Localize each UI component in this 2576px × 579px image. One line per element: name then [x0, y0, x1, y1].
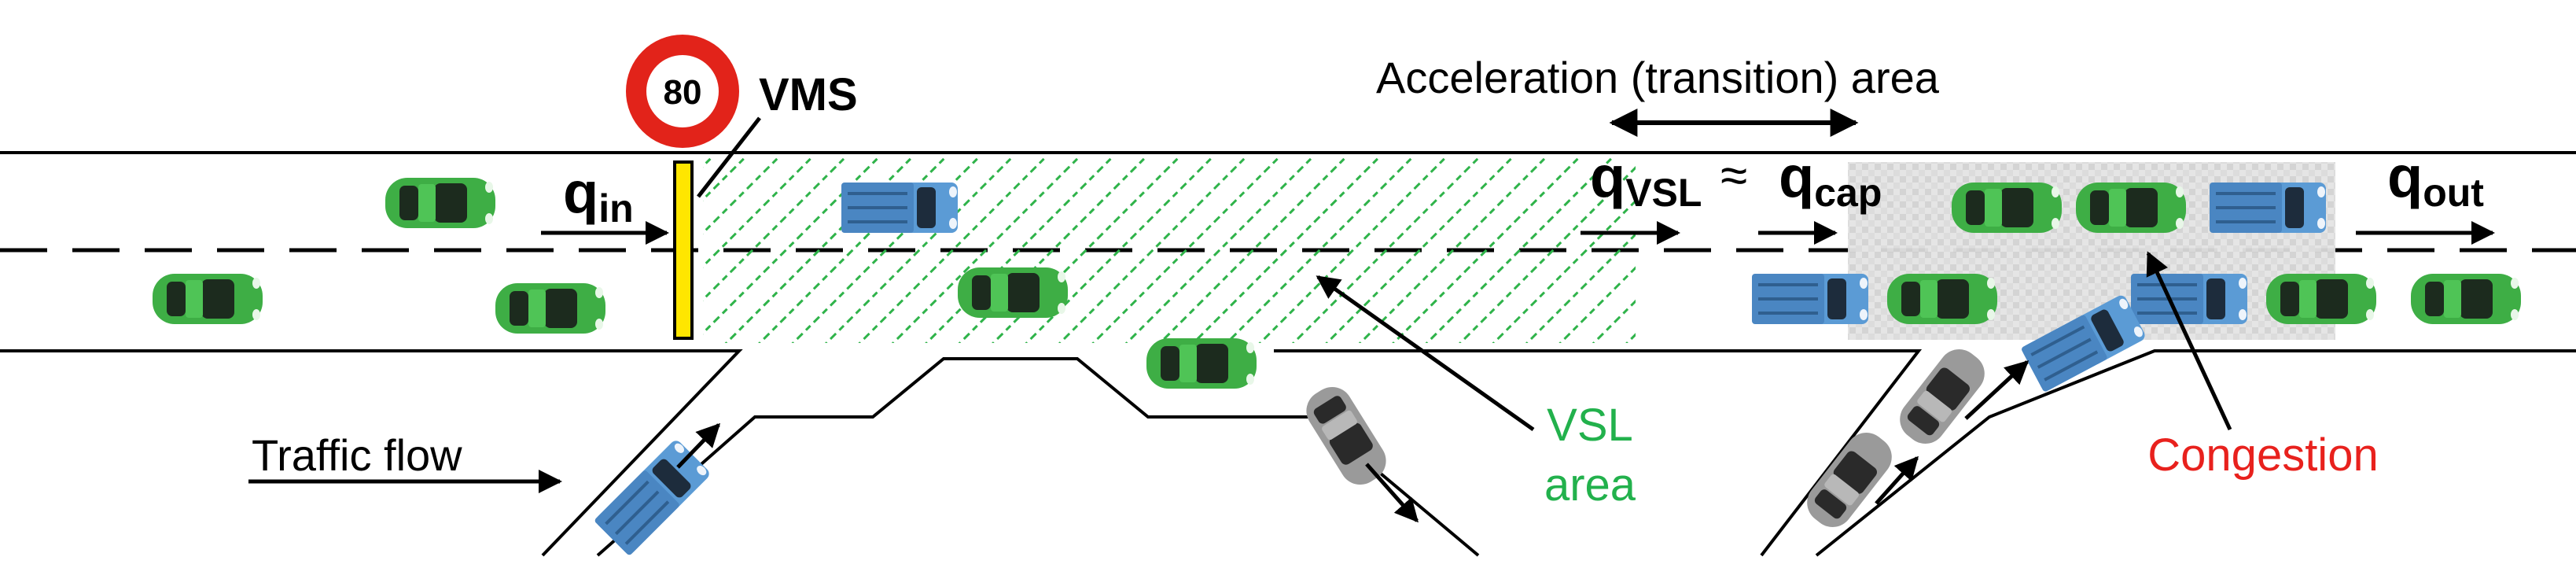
acceleration-area-label: Acceleration (transition) area: [1376, 53, 1940, 102]
q-out-label: qout: [2387, 144, 2484, 215]
vms-label: VMS: [759, 69, 858, 120]
q-in-label: qin: [563, 160, 634, 230]
road-bottom-right-edge: [1815, 349, 2576, 557]
q-vsl-label: qVSL: [1590, 144, 1702, 215]
car-icon: [2266, 274, 2376, 324]
road: [0, 151, 2576, 557]
pickup-truck-icon: [594, 438, 712, 556]
car-icon: [958, 267, 1068, 318]
car-icon: [153, 274, 263, 324]
car-icon: [1952, 183, 2062, 233]
congestion-callout-arrow-icon: [2146, 251, 2232, 431]
congestion-label: Congestion: [2147, 430, 2378, 481]
pickup-truck-icon: [1750, 272, 1870, 326]
pickup-truck-icon: [2208, 181, 2328, 234]
car-icon: [1298, 379, 1394, 492]
arrow-icon: [1365, 463, 1419, 523]
car-icon: [1891, 341, 1993, 452]
approx-symbol: ≈: [1720, 149, 1747, 203]
vms-bar-icon: [673, 160, 694, 340]
vsl-area-callout-arrow-icon: [1316, 275, 1535, 432]
speed-limit-value: 80: [664, 73, 702, 112]
car-icon: [2076, 183, 2186, 233]
car-icon: [495, 283, 605, 334]
flow-arrows: [541, 221, 2495, 523]
car-icon: [2411, 274, 2521, 324]
onramp-offramp-edge: [596, 357, 1480, 557]
road-bottom-left-edge: [0, 349, 743, 557]
car-icon: [1887, 274, 1997, 324]
car-icon: [1146, 338, 1257, 389]
vms-pointer-line: [697, 116, 761, 198]
arrow-icon: [1875, 455, 1919, 505]
car-icon: [385, 178, 495, 228]
q-cap-label: qcap: [1779, 144, 1882, 215]
pickup-truck-icon: [840, 181, 959, 234]
traffic-flow-label: Traffic flow: [252, 430, 462, 480]
pickup-truck-icon: [2129, 272, 2249, 326]
arrow-icon: [676, 422, 721, 469]
vsl-area-label-line2: area: [1544, 459, 1636, 511]
speed-limit-sign-icon: [626, 35, 739, 148]
arrow-icon: [1964, 360, 2030, 420]
vsl-area-label-line1: VSL: [1547, 400, 1633, 451]
